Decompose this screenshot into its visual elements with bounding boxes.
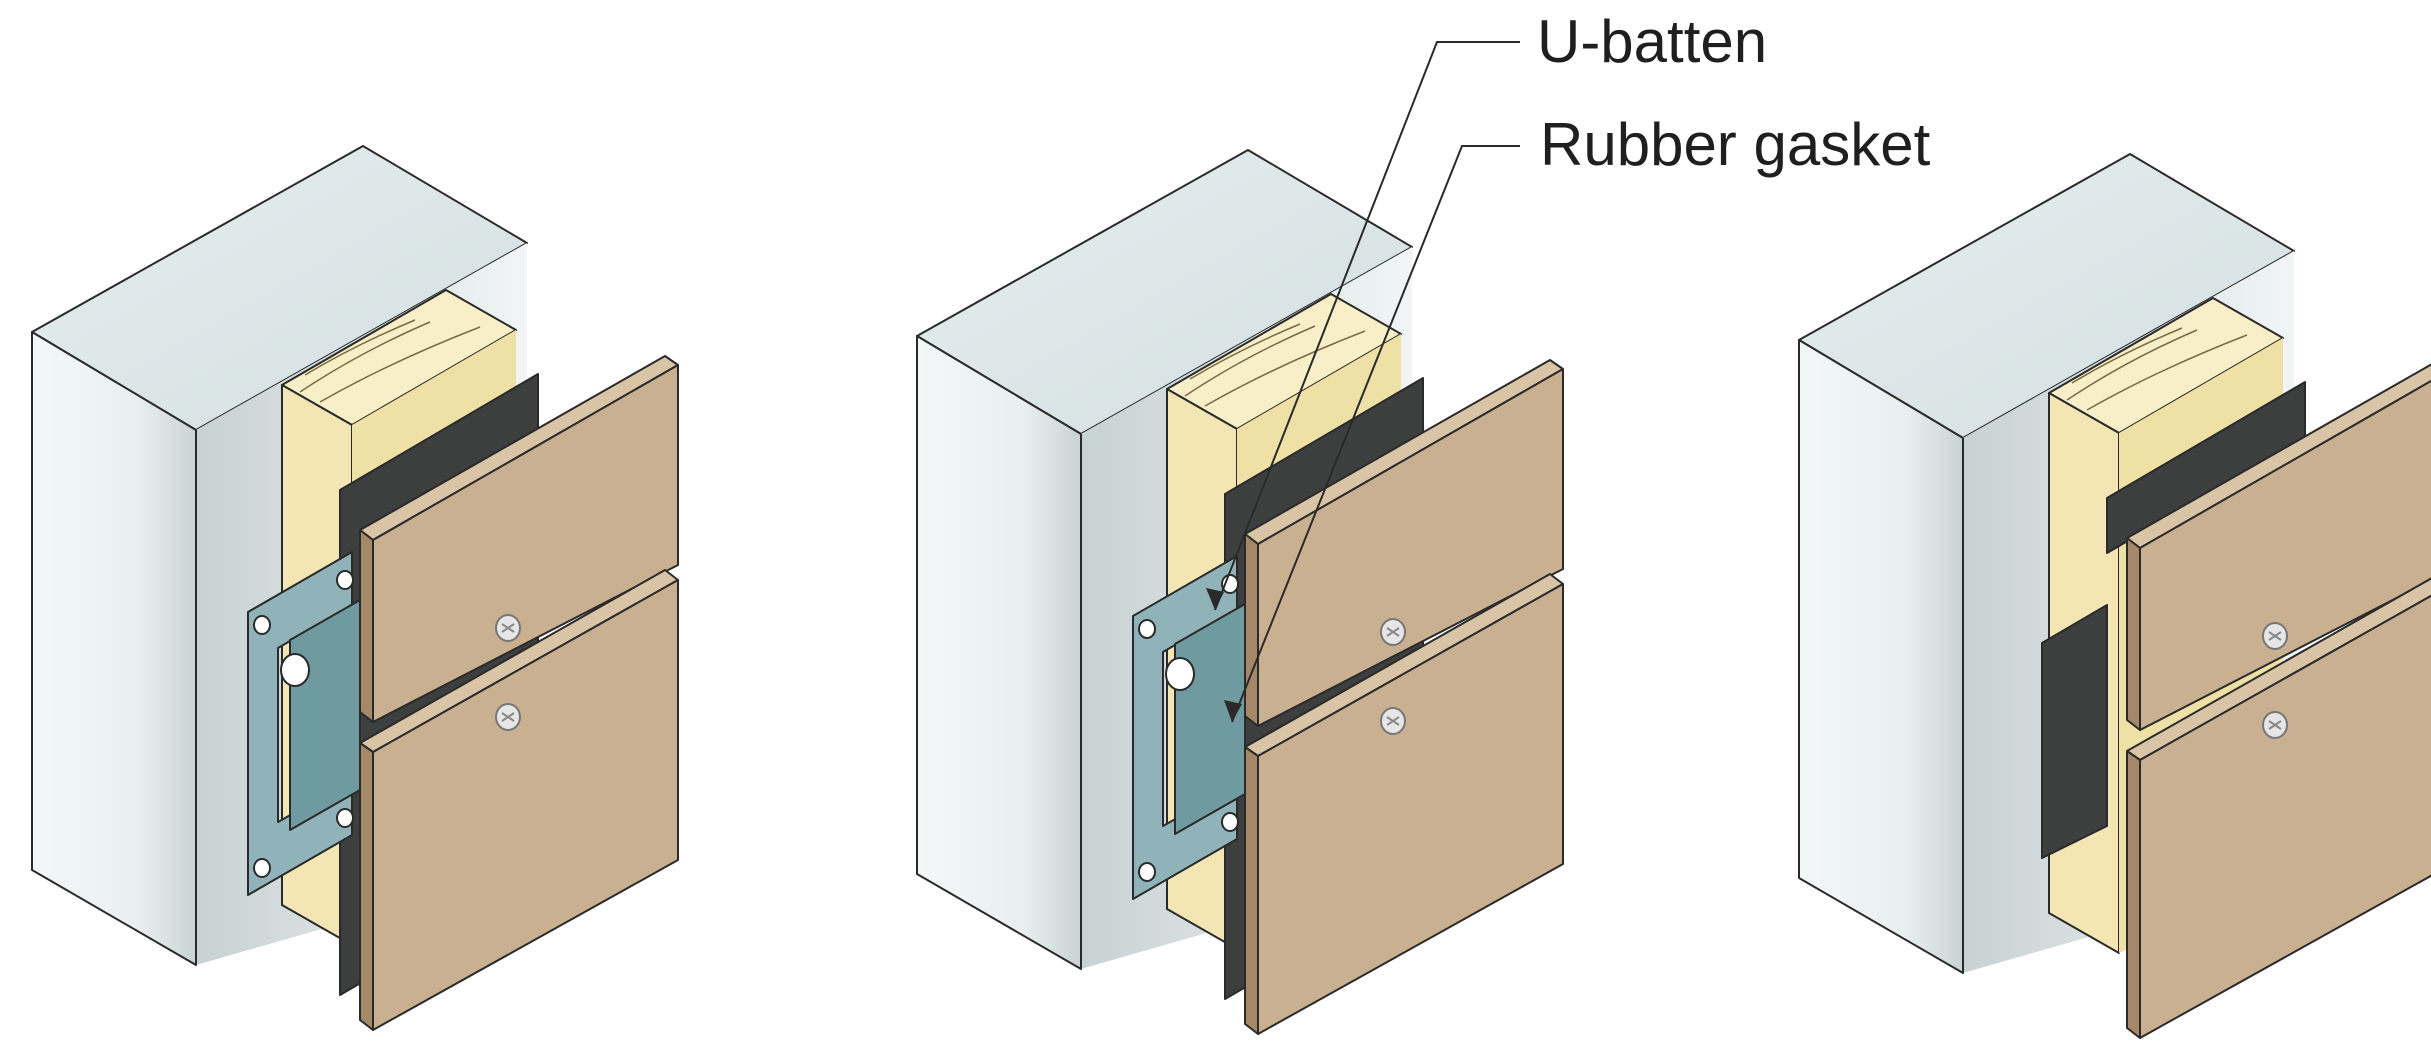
- upper-panel-side: [2126, 537, 2141, 731]
- bracket-hole: [1138, 619, 1156, 639]
- screw-slot: [501, 712, 515, 722]
- u-batten-bracket: [247, 551, 361, 896]
- bracket-hole: [1138, 862, 1156, 882]
- wall-front-face: [1798, 339, 1964, 974]
- detail-left: [31, 145, 679, 1031]
- upper-panel-face: [372, 364, 679, 723]
- screw-slot: [2268, 631, 2282, 641]
- screw-icon: [1380, 707, 1406, 735]
- rubber-gasket-arrowhead: [1224, 700, 1242, 722]
- wall-front-face: [916, 335, 1082, 970]
- rubber-gasket-label: Rubber gasket: [1540, 111, 1931, 178]
- callout-leaders: [1206, 41, 1520, 723]
- bracket-hole: [253, 858, 271, 878]
- bracket-web: [1174, 603, 1246, 835]
- u-batten-leader-line: [1214, 41, 1520, 611]
- screw-icon: [495, 614, 521, 642]
- upper-panel-side: [359, 529, 374, 723]
- screw-icon: [1380, 618, 1406, 646]
- lower-panel-side: [2126, 750, 2141, 1039]
- u-batten-bracket: [1132, 555, 1246, 900]
- screw-slot: [1386, 716, 1400, 726]
- upper-panel-side: [1244, 533, 1259, 727]
- wood-grain: [2066, 327, 2248, 411]
- wood-grain: [299, 319, 481, 403]
- bracket-web: [289, 599, 361, 831]
- rubber-gasket-joint: [2041, 604, 2108, 859]
- u-batten-arrowhead: [1206, 588, 1224, 610]
- bracket-hole: [1165, 657, 1195, 691]
- bracket-hole: [280, 653, 310, 687]
- screw-icon: [2262, 711, 2288, 739]
- lower-panel-face: [1257, 583, 1564, 1035]
- bracket-hole: [336, 808, 354, 828]
- screw-icon: [495, 703, 521, 731]
- lower-panel-side: [1244, 746, 1259, 1035]
- upper-panel-face: [1257, 368, 1564, 727]
- bracket-hole: [336, 570, 354, 590]
- screw-slot: [2268, 720, 2282, 730]
- u-batten-label: U-batten: [1537, 8, 1768, 75]
- screw-slot: [1386, 627, 1400, 637]
- details-layer: [31, 145, 2431, 1039]
- detail-right: [1798, 153, 2431, 1039]
- bracket-hole: [1221, 812, 1239, 832]
- lower-panel-face: [372, 579, 679, 1031]
- screw-icon: [2262, 622, 2288, 650]
- screw-slot: [501, 623, 515, 633]
- wall-front-face: [31, 331, 197, 966]
- bracket-hole: [253, 615, 271, 635]
- rubber-gasket-leader-line: [1231, 145, 1520, 723]
- upper-panel-face: [2139, 379, 2431, 731]
- lower-panel-side: [359, 742, 374, 1031]
- wood-grain: [1184, 323, 1366, 407]
- detail-middle: [916, 149, 1564, 1035]
- lower-panel-face: [2139, 594, 2431, 1039]
